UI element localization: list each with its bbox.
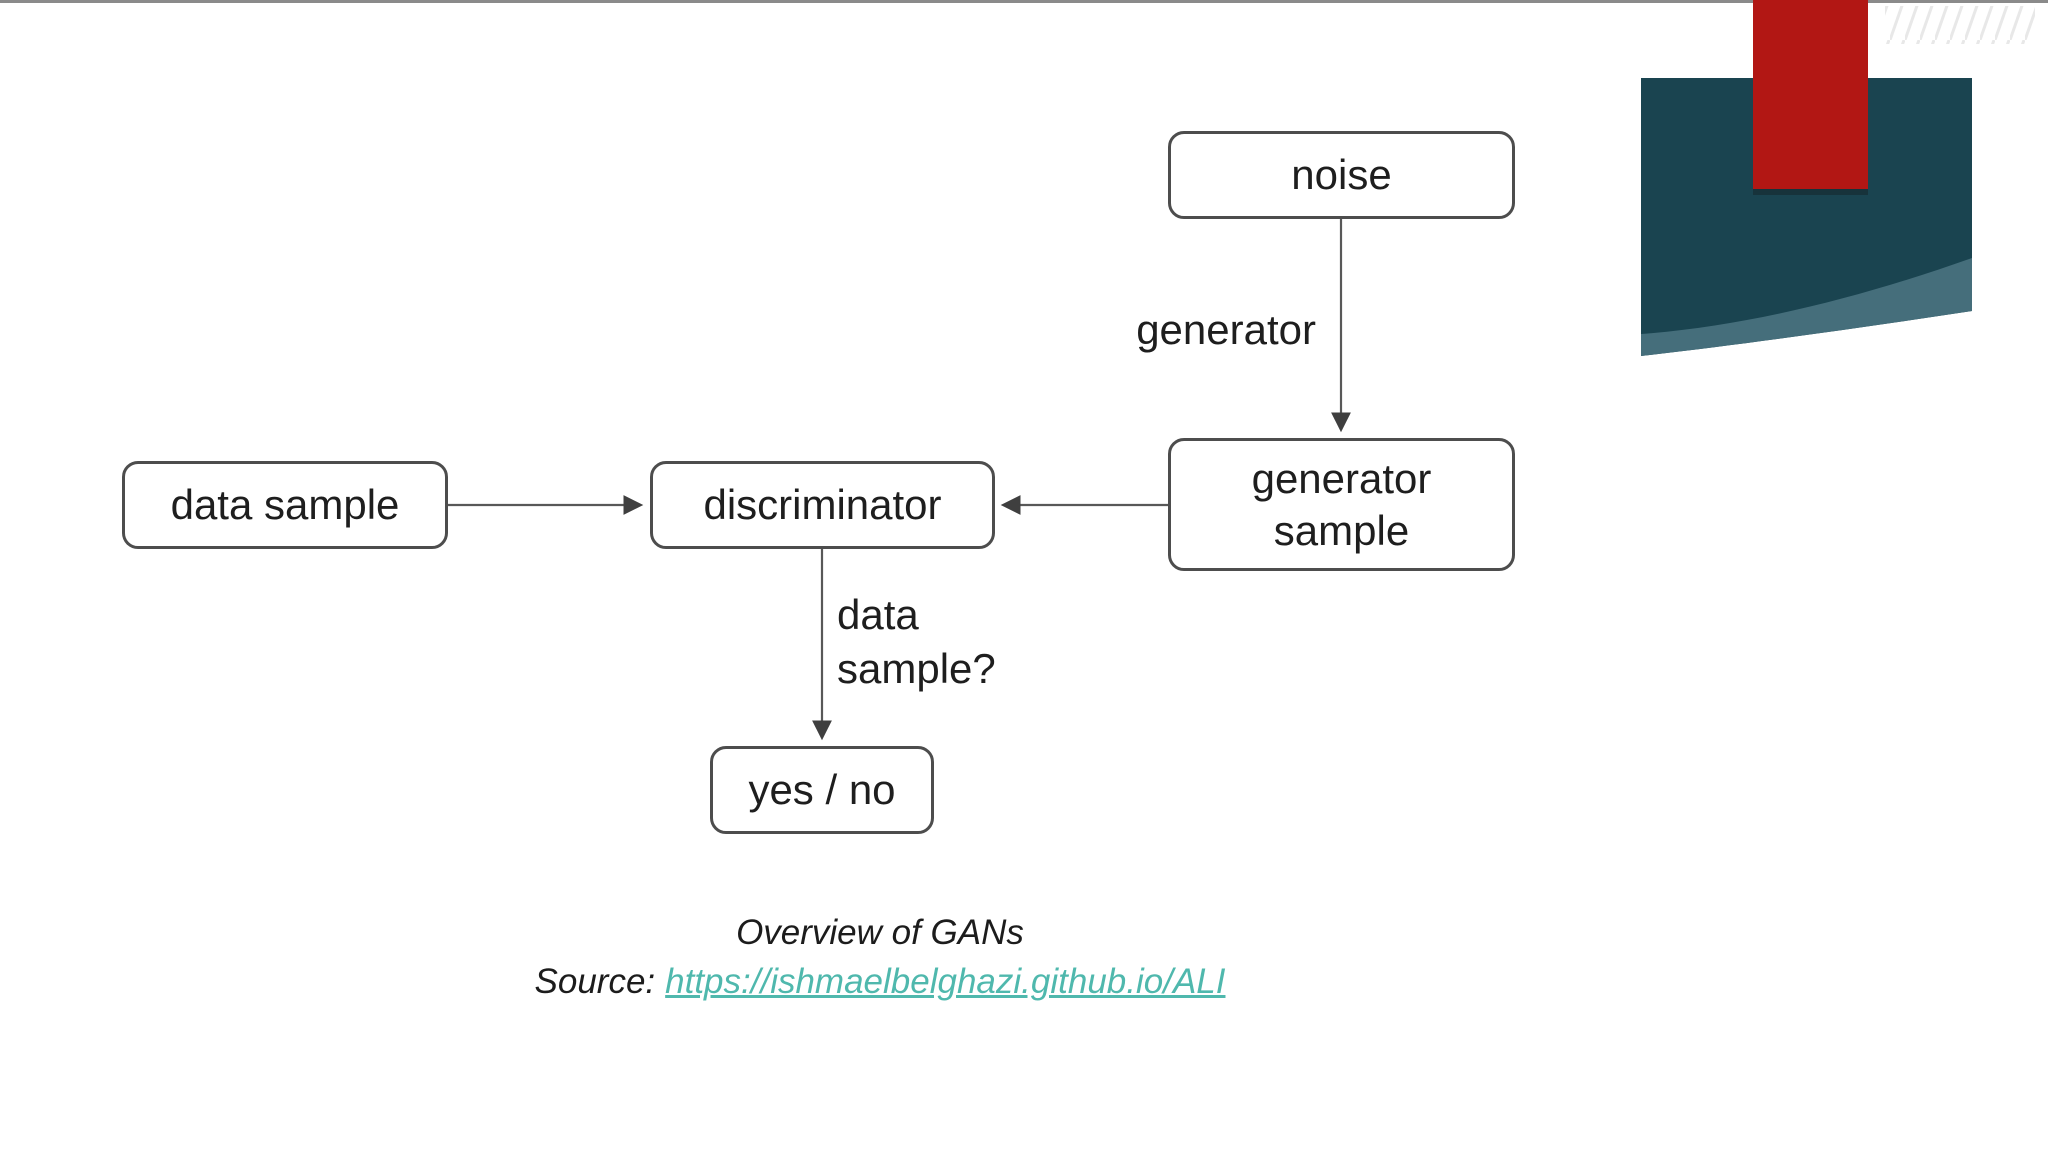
edge-label-generator: generator	[1136, 306, 1316, 353]
caption-source-row: Source:https://ishmaelbelghazi.github.io…	[340, 959, 1420, 1006]
source-label: Source:	[534, 961, 656, 1001]
node-discriminator: discriminator	[650, 461, 995, 549]
node-discriminator-label: discriminator	[703, 481, 942, 529]
source-link[interactable]: https://ishmaelbelghazi.github.io/ALI	[665, 961, 1226, 1001]
node-noise-label: noise	[1291, 151, 1392, 199]
node-yes-no: yes / no	[710, 746, 934, 834]
red-ribbon-shadow	[1753, 189, 1868, 195]
top-border-line	[0, 0, 2048, 3]
node-yes-no-label: yes / no	[748, 766, 896, 814]
caption-block: Overview of GANs Source:https://ishmaelb…	[340, 910, 1420, 1006]
corner-hatch-texture	[1885, 6, 2035, 44]
edge-label-data-sample-question: data sample?	[837, 591, 996, 692]
caption-title: Overview of GANs	[736, 913, 1024, 952]
node-generator-sample-label: generator sample	[1251, 455, 1432, 554]
red-ribbon	[1753, 0, 1868, 189]
node-data-sample: data sample	[122, 461, 448, 549]
node-noise: noise	[1168, 131, 1515, 219]
node-generator-sample: generator sample	[1168, 438, 1515, 571]
corner-teal-swoosh	[1641, 258, 1972, 356]
node-data-sample-label: data sample	[170, 481, 400, 529]
